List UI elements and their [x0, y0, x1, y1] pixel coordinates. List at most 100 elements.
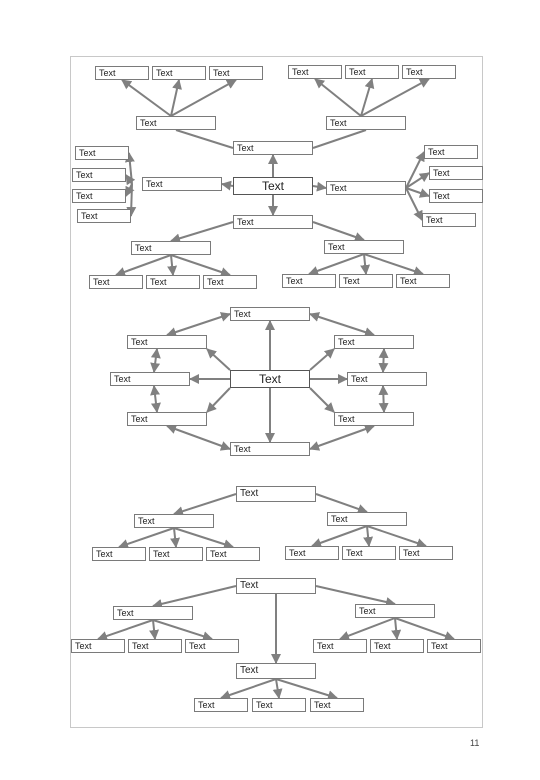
text-box-s1b: Text	[149, 547, 203, 561]
edge-49	[311, 525, 368, 548]
text-box-t6: Text	[402, 65, 456, 79]
text-box-s2i: Text	[310, 698, 364, 712]
edge-47	[170, 527, 181, 548]
text-box-s2a: Text	[71, 639, 125, 653]
edge-17	[405, 172, 430, 189]
edge-6	[175, 129, 234, 149]
text-box-s2g: Text	[194, 698, 248, 712]
text-box-r3: Text	[429, 189, 483, 203]
text-box-rm: Text	[326, 181, 406, 195]
text-box-lm: Text	[142, 177, 222, 191]
text-box-t4: Text	[288, 65, 342, 79]
text-box-r2: Text	[429, 166, 483, 180]
text-box-s1l: Text	[134, 514, 214, 528]
text-box-ringLL: Text	[127, 412, 207, 426]
edge-24	[170, 254, 231, 277]
text-box-s2f: Text	[427, 639, 481, 653]
text-box-s2h: Text	[252, 698, 306, 712]
page-number: 11	[470, 738, 480, 748]
text-box-ringUL: Text	[127, 335, 207, 349]
text-box-s1c: Text	[206, 547, 260, 561]
text-box-s2d: Text	[313, 639, 367, 653]
edge-59	[391, 617, 402, 640]
edge-23	[167, 254, 178, 276]
text-box-tr: Text	[326, 116, 406, 130]
text-box-ringBot: Text	[230, 442, 310, 456]
text-box-t1: Text	[95, 66, 149, 80]
edge-3	[314, 78, 362, 117]
edge-58	[339, 617, 396, 641]
text-box-s1f: Text	[399, 546, 453, 560]
text-box-br: Text	[324, 240, 404, 254]
edge-26	[360, 253, 371, 275]
text-box-b3: Text	[203, 275, 257, 289]
text-box-ringLR: Text	[334, 412, 414, 426]
text-box-hub1: Text	[233, 177, 313, 195]
edge-63	[275, 678, 338, 701]
text-box-t5: Text	[345, 65, 399, 79]
text-box-l1: Text	[75, 146, 129, 160]
edge-16	[405, 151, 425, 189]
edge-36	[166, 312, 231, 337]
text-box-s2b: Text	[128, 639, 182, 653]
edge-25	[308, 253, 365, 276]
edge-18	[405, 187, 430, 198]
edge-7	[312, 129, 367, 149]
text-box-ringHub: Text	[230, 370, 310, 388]
edge-38	[150, 348, 161, 373]
edge-10	[312, 181, 327, 192]
edge-32	[206, 348, 231, 371]
edge-60	[394, 617, 455, 641]
text-box-top: Text	[233, 141, 313, 155]
edge-40	[150, 385, 161, 413]
text-box-r4: Text	[422, 213, 476, 227]
edge-48	[173, 527, 234, 550]
edge-55	[97, 619, 154, 641]
edge-1	[170, 79, 182, 117]
text-box-s1a: Text	[92, 547, 146, 561]
text-box-l2: Text	[72, 168, 126, 182]
edge-0	[121, 79, 172, 117]
text-box-s2l: Text	[113, 606, 193, 620]
edge-39	[378, 348, 389, 373]
edge-22	[115, 254, 172, 277]
text-box-s2mid: Text	[236, 663, 316, 679]
edge-51	[366, 525, 427, 548]
edge-5	[360, 78, 430, 117]
edge-57	[152, 619, 213, 642]
edge-42	[166, 424, 231, 451]
edge-37	[309, 312, 375, 337]
text-box-b1: Text	[89, 275, 143, 289]
text-box-s2root: Text	[236, 578, 316, 594]
edge-15	[126, 183, 137, 217]
text-box-l3: Text	[72, 189, 126, 203]
edge-43	[309, 424, 375, 451]
text-box-ringUR: Text	[334, 335, 414, 349]
edge-46	[118, 527, 175, 549]
edge-56	[149, 619, 160, 640]
text-box-s2r: Text	[355, 604, 435, 618]
text-box-s2e: Text	[370, 639, 424, 653]
edge-41	[378, 385, 389, 413]
edge-52	[152, 585, 237, 609]
edge-62	[272, 678, 283, 699]
edge-9	[221, 180, 234, 191]
text-box-ringTop: Text	[230, 307, 310, 321]
text-box-bot: Text	[233, 215, 313, 229]
edge-61	[220, 678, 277, 700]
text-box-t2: Text	[152, 66, 206, 80]
edge-21	[312, 221, 365, 242]
edge-27	[363, 253, 424, 276]
edge-35	[309, 387, 335, 413]
edge-4	[360, 78, 375, 117]
text-box-t3: Text	[209, 66, 263, 80]
text-box-tl: Text	[136, 116, 216, 130]
page-frame	[70, 56, 483, 728]
edge-50	[363, 525, 374, 547]
text-box-s2c: Text	[185, 639, 239, 653]
text-box-b5: Text	[339, 274, 393, 288]
edge-2	[170, 79, 237, 117]
text-box-ringR: Text	[347, 372, 427, 386]
text-box-b6: Text	[396, 274, 450, 288]
